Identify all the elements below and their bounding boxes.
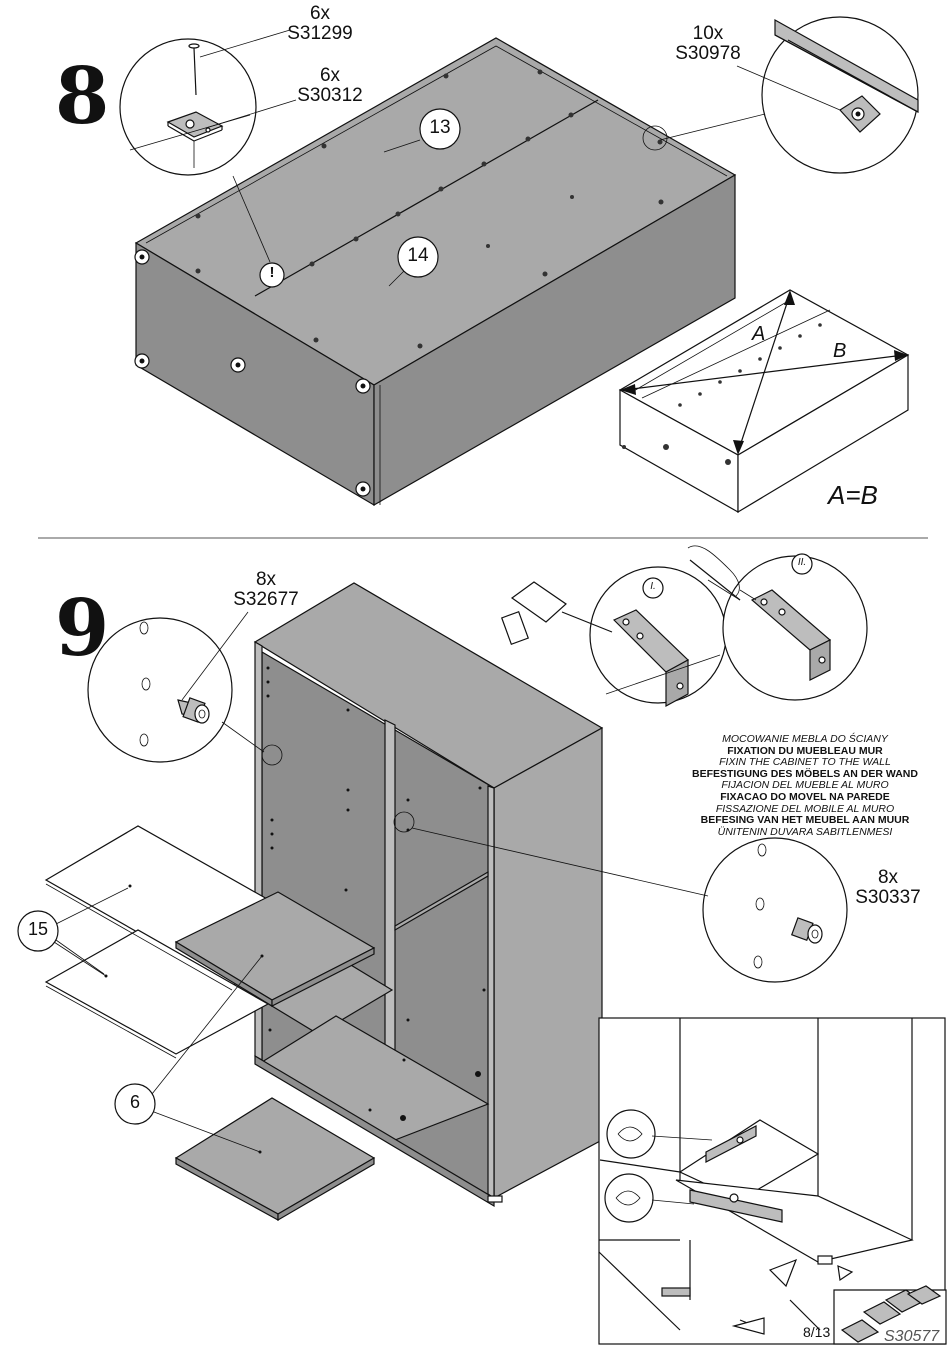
callout-qty: 10x (692, 23, 724, 44)
substep-1-label: I. (650, 581, 656, 592)
callout-qty: 6x (319, 65, 341, 86)
callout-code: S32677 (233, 588, 299, 610)
part-14-circle (397, 236, 439, 278)
callout-code: S31299 (287, 22, 353, 44)
part-label-6: 6 (129, 1092, 140, 1112)
callout-s31299: 6x S31299 (280, 4, 360, 44)
callout-qty: 6x (309, 3, 331, 24)
callout-s30337: 8x S30337 (848, 868, 928, 908)
warning-circle (259, 262, 285, 288)
wall-fixing-line-es: FIJACION DEL MUEBLE AL MURO (721, 779, 889, 792)
step9-detail-pin-left (87, 611, 265, 763)
callout-s32677: 8x S32677 (226, 570, 306, 610)
part-13-circle (419, 108, 461, 150)
step9-cabinet (253, 582, 604, 1208)
page-number: 8/13 (803, 1324, 831, 1340)
substep-1-circle (642, 577, 664, 599)
step8-detail-bracket (642, 16, 919, 174)
callout-code: S30978 (675, 42, 741, 64)
wall-fixing-line-de: BEFESTIGUNG DES MÖBELS AN DER WAND (692, 767, 918, 780)
wall-fixing-line-fr: FIXATION DU MUEBLEAU MUR (727, 744, 883, 757)
document-code: S30577 (884, 1328, 940, 1345)
part-label-15: 15 (27, 919, 49, 939)
step9-detail-pin-right (411, 827, 848, 983)
diagonal-b-label: B (833, 340, 847, 362)
diagonal-rule: A=B (828, 480, 878, 510)
step-number-8: 8 (55, 51, 109, 142)
substep-2-label: II. (797, 557, 807, 568)
callout-code: S30337 (855, 886, 921, 908)
step8-detail-nail (119, 29, 297, 263)
substep-2-circle (791, 553, 813, 575)
part-15-circle (17, 910, 59, 952)
callout-s30978: 10x S30978 (668, 24, 748, 64)
wall-fixing-line-pt: FIXACAO DO MOVEL NA PAREDE (720, 790, 890, 803)
warning-mark: ! (269, 264, 275, 281)
step9-wall-fixing-detail (500, 545, 868, 708)
part-6-circle (114, 1083, 156, 1125)
step-number-9: 9 (55, 583, 109, 674)
step8-carcass (134, 37, 737, 507)
callout-code: S30312 (297, 84, 363, 106)
wall-fixing-instructions: MOCOWANIE MEBLA DO ŚCIANY FIXATION DU MU… (690, 733, 920, 838)
wall-fixing-line-nl: BEFESING VAN HET MEUBEL AAN MUUR (700, 814, 910, 827)
step9-shelves-6 (151, 891, 376, 1222)
diagonal-a-label: A (752, 323, 766, 345)
part-label-14: 14 (407, 245, 429, 266)
wall-fixing-line-it: FISSAZIONE DEL MOBILE AL MURO (715, 802, 895, 815)
wall-fixing-line-pl: MOCOWANIE MEBLA DO ŚCIANY (722, 733, 888, 745)
step8-diagonal-check (618, 289, 910, 514)
step9-inset-wall-fixing (598, 1017, 947, 1345)
callout-qty: 8x (877, 867, 899, 888)
part-15-leader (53, 941, 107, 977)
part-label-13: 13 (429, 117, 451, 138)
callout-s30312: 6x S30312 (290, 66, 370, 106)
wall-fixing-line-en: FIXIN THE CABINET TO THE WALL (719, 756, 891, 769)
callout-qty: 8x (255, 569, 277, 590)
wall-fixing-line-tr: ÜNITENIN DUVARA SABITLENMESI (717, 825, 893, 838)
